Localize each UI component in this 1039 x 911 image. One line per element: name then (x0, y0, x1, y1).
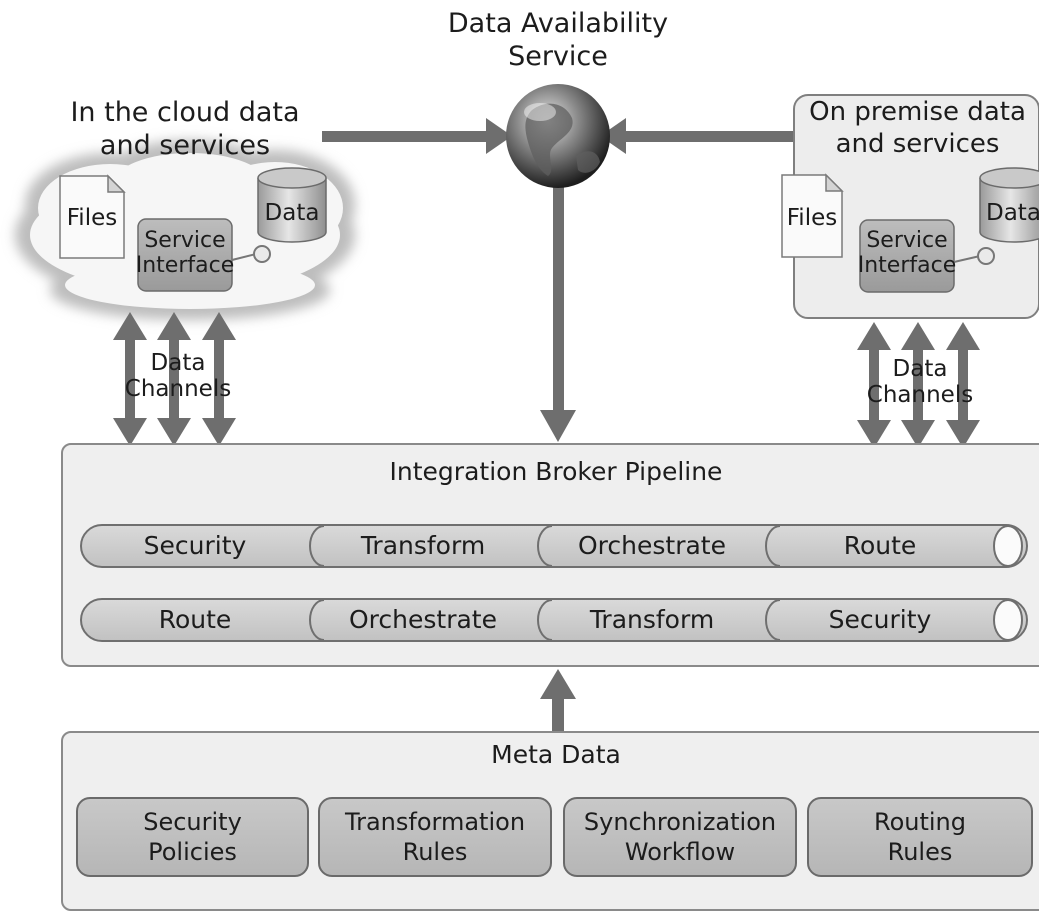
pipeline-row1-stage-4: Route (843, 531, 917, 560)
onprem-channels-line1: Data (892, 356, 948, 382)
rule-security-policies: Security Policies (76, 797, 309, 877)
cloud-service-label-line1: Service (144, 228, 226, 253)
onprem-data-channels-label: Data Channels (852, 356, 988, 409)
cloud-service-connector-icon (231, 245, 271, 263)
cloud-service-interface-label: Service Interface (128, 228, 242, 278)
cloud-to-das-arrow (322, 118, 512, 154)
pipeline-row2-joints (309, 599, 1023, 641)
onprem-files-icon (781, 173, 844, 258)
cloud-data-channel-arrows (113, 312, 236, 446)
pipeline-title: Integration Broker Pipeline (389, 457, 723, 486)
cloud-data-channels-label: Data Channels (110, 350, 246, 403)
onprem-service-interface-box (859, 219, 955, 293)
cloud-channels-line1: Data (150, 350, 206, 376)
rule-routing-line2: Rules (887, 838, 953, 866)
cloud-files-icon (59, 174, 126, 259)
das-title: Data Availability Service (412, 8, 704, 74)
onprem-data-cylinder-icon (979, 167, 1039, 243)
rule-security-line2: Policies (148, 838, 237, 866)
pipeline-row-2: Route Orchestrate Transform Security (80, 598, 1028, 642)
pipeline-row2-stage-4: Security (828, 605, 932, 634)
pipeline-row2-stage-1: Route (158, 605, 232, 634)
onprem-to-das-arrow (600, 118, 794, 154)
onprem-data-channel-arrows (857, 322, 980, 448)
rule-synchronization-line1: Synchronization (583, 808, 777, 836)
das-title-line1: Data Availability (447, 8, 669, 39)
cloud-channels-line2: Channels (124, 376, 232, 403)
onprem-channels-line2: Channels (866, 382, 974, 409)
onprem-service-label-line2: Interface (857, 252, 957, 278)
cloud-title: In the cloud data and services (40, 97, 330, 163)
cloud-service-interface-box (137, 218, 233, 292)
pipeline-row1-stage-1: Security (143, 531, 247, 560)
rule-synchronization-workflow: Synchronization Workflow (563, 797, 797, 877)
onprem-title: On premise data and services (796, 97, 1039, 160)
das-to-pipeline-arrow (540, 185, 576, 442)
das-title-line2: Service (508, 40, 608, 72)
onprem-service-interface-label: Service Interface (850, 228, 964, 278)
globe-icon (506, 84, 610, 188)
cloud-service-label-line2: Interface (135, 252, 235, 278)
onprem-title-line2: and services (835, 128, 1000, 159)
rule-transformation-rules: Transformation Rules (318, 797, 552, 877)
rule-security-line1: Security (143, 808, 242, 836)
onprem-data-label: Data (986, 200, 1039, 226)
cloud-title-line1: In the cloud data (70, 97, 300, 128)
onprem-title-line1: On premise data (809, 97, 1026, 127)
cloud-data-label: Data (264, 200, 320, 226)
cloud-title-line2: and services (99, 129, 271, 161)
rule-routing-rules: Routing Rules (807, 797, 1033, 877)
pipeline-row2-stage-2: Orchestrate (349, 605, 497, 634)
pipeline-row1-joints (309, 525, 1023, 567)
rule-routing-line1: Routing (873, 808, 966, 836)
cloud-data-cylinder-icon (257, 167, 327, 243)
rule-transformation-line2: Rules (402, 838, 468, 866)
pipeline-row1-stage-3: Orchestrate (578, 531, 726, 560)
onprem-service-connector-icon (953, 247, 995, 265)
onprem-files-label: Files (786, 205, 838, 231)
pipeline-row1-stage-2: Transform (360, 531, 486, 560)
pipeline-row-1: Security Transform Orchestrate Route (80, 524, 1028, 568)
rule-transformation-line1: Transformation (344, 808, 526, 836)
cloud-files-label: Files (66, 205, 118, 231)
pipeline-row2-stage-3: Transform (589, 605, 715, 634)
onprem-service-label-line1: Service (866, 228, 948, 253)
meta-data-title: Meta Data (491, 740, 621, 769)
metadata-to-pipeline-arrow (540, 669, 576, 733)
rule-synchronization-line2: Workflow (624, 838, 736, 866)
